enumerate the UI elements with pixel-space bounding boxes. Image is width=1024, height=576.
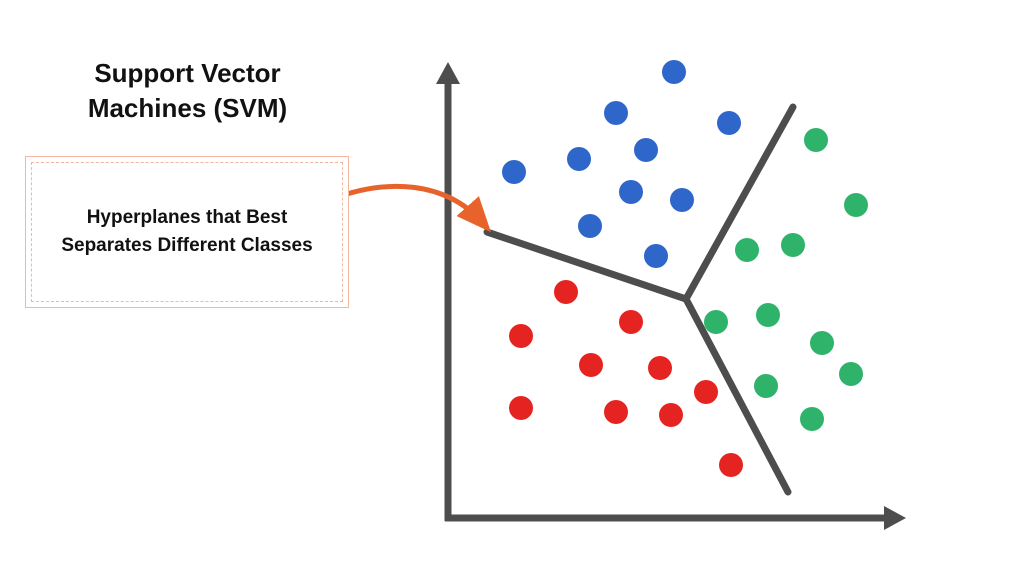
point-blue-class bbox=[567, 147, 591, 171]
point-green-class bbox=[844, 193, 868, 217]
hyperplane-1 bbox=[483, 228, 690, 303]
point-red-class bbox=[509, 324, 533, 348]
point-red-class bbox=[554, 280, 578, 304]
point-green-class bbox=[810, 331, 834, 355]
callout-inner-border: Hyperplanes that Best Separates Differen… bbox=[31, 162, 343, 302]
callout-box: Hyperplanes that Best Separates Differen… bbox=[25, 156, 349, 308]
point-red-class bbox=[579, 353, 603, 377]
hyperplane-2 bbox=[682, 103, 797, 303]
point-green-class bbox=[800, 407, 824, 431]
point-blue-class bbox=[502, 160, 526, 184]
point-green-class bbox=[735, 238, 759, 262]
point-green-class bbox=[781, 233, 805, 257]
callout-text: Hyperplanes that Best Separates Differen… bbox=[61, 206, 313, 257]
point-blue-class bbox=[662, 60, 686, 84]
point-blue-class bbox=[634, 138, 658, 162]
point-red-class bbox=[659, 403, 683, 427]
point-green-class bbox=[754, 374, 778, 398]
point-red-class bbox=[648, 356, 672, 380]
point-red-class bbox=[719, 453, 743, 477]
point-red-class bbox=[509, 396, 533, 420]
x-axis-arrowhead-icon bbox=[884, 506, 906, 530]
point-green-class bbox=[704, 310, 728, 334]
point-blue-class bbox=[619, 180, 643, 204]
point-blue-class bbox=[644, 244, 668, 268]
point-blue-class bbox=[578, 214, 602, 238]
point-green-class bbox=[804, 128, 828, 152]
point-blue-class bbox=[670, 188, 694, 212]
point-blue-class bbox=[717, 111, 741, 135]
point-red-class bbox=[694, 380, 718, 404]
hyperplane-3 bbox=[682, 295, 792, 496]
page-title: Support Vector Machines (SVM) bbox=[87, 58, 288, 124]
point-blue-class bbox=[604, 101, 628, 125]
point-green-class bbox=[839, 362, 863, 386]
point-green-class bbox=[756, 303, 780, 327]
y-axis-arrowhead-icon bbox=[436, 62, 460, 84]
point-red-class bbox=[604, 400, 628, 424]
point-red-class bbox=[619, 310, 643, 334]
